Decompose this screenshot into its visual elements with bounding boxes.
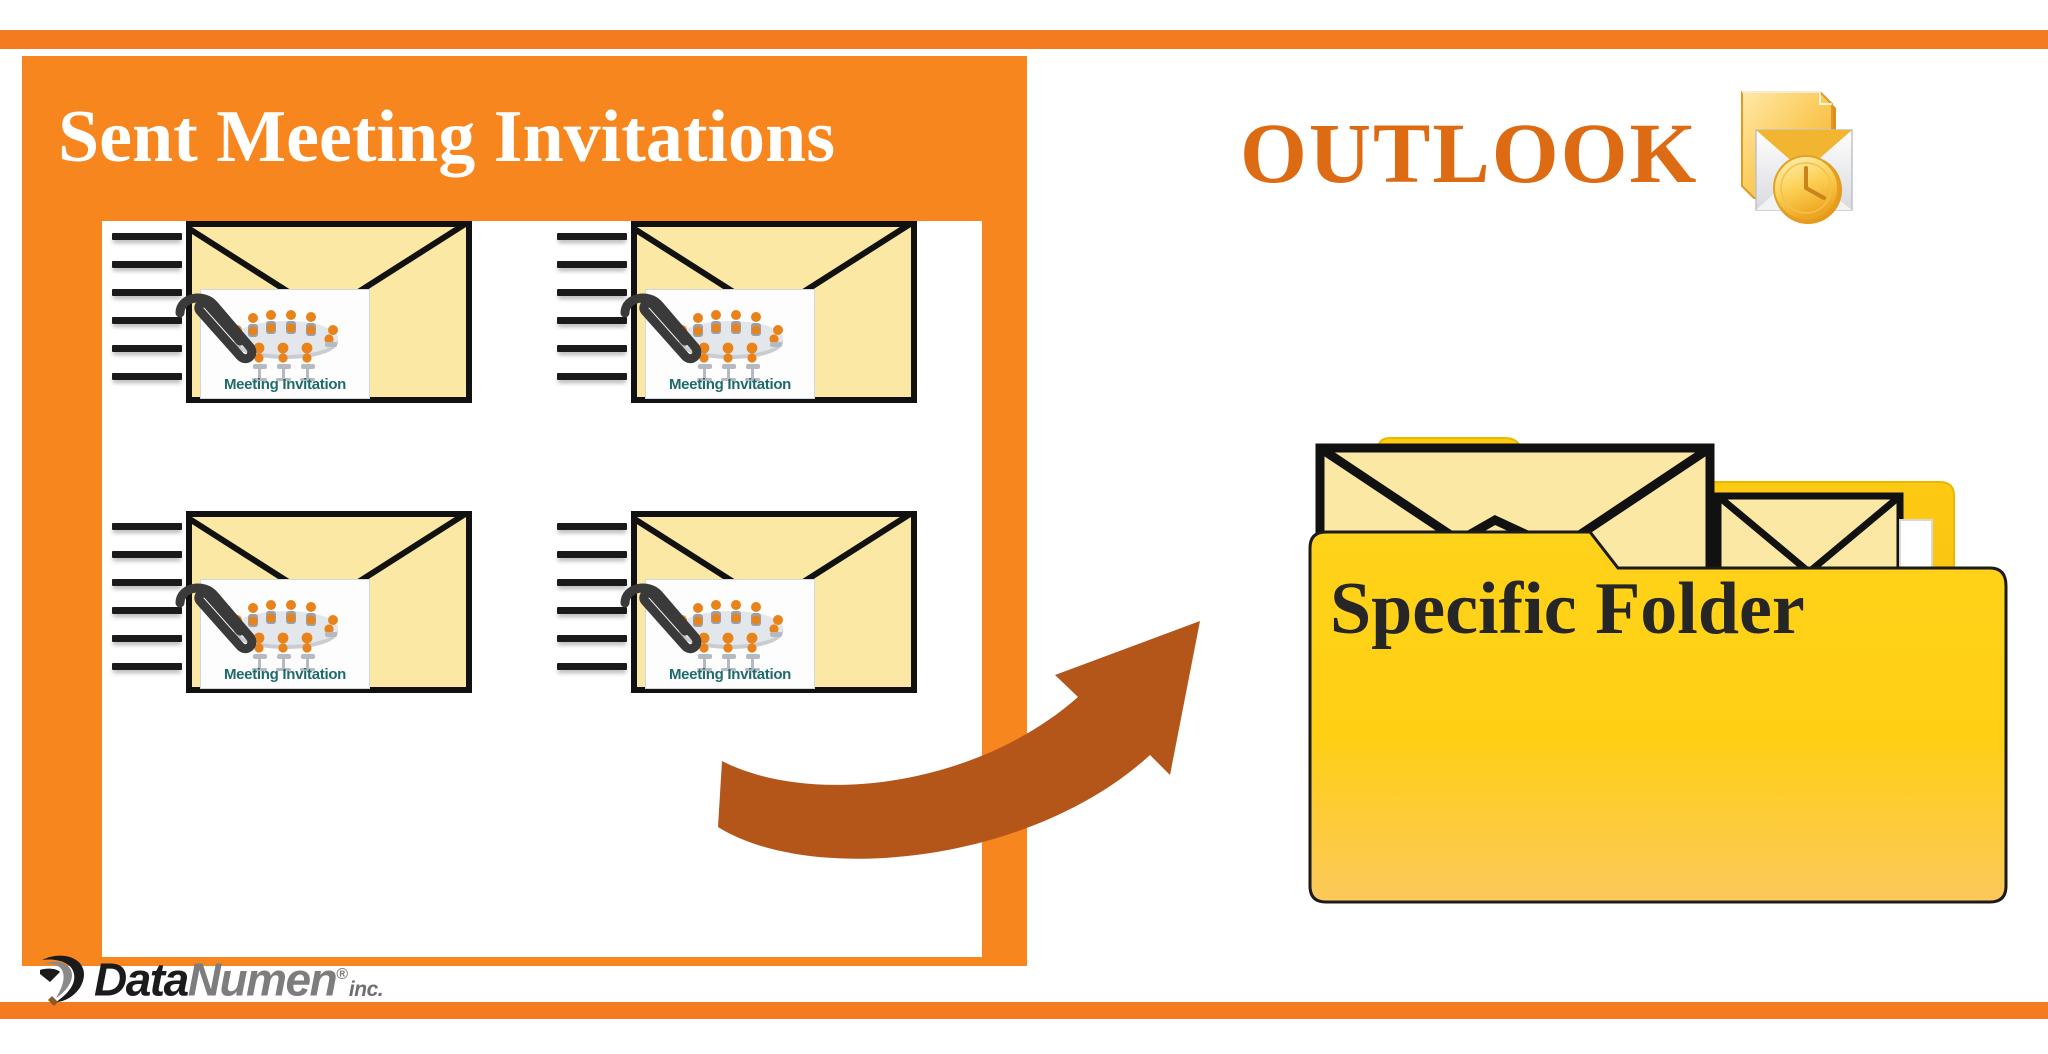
bottom-orange-rule (0, 1002, 2048, 1019)
attachment-thumbnail: Meeting Invitation (200, 579, 370, 689)
envelope-icon: Meeting Invitation (175, 511, 472, 693)
outlook-heading-label: OUTLOOK (1240, 105, 1699, 201)
attachment-caption: Meeting Invitation (223, 666, 347, 683)
mail-list-container: Meeting Invitation (102, 221, 982, 957)
meeting-table-clipart (229, 310, 338, 381)
list-item[interactable]: Meeting Invitation (112, 221, 477, 431)
envelope-icon: Meeting Invitation (620, 221, 917, 403)
specific-folder-graphic: Specific Folder (1300, 330, 2020, 930)
attachment-caption: Meeting Invitation (668, 666, 792, 683)
list-item[interactable]: Meeting Invitation (557, 221, 922, 431)
attachment-caption: Meeting Invitation (668, 376, 792, 393)
datanumen-swoosh-icon (40, 955, 84, 1006)
top-orange-rule (0, 30, 2048, 49)
attachment-caption: Meeting Invitation (223, 376, 347, 393)
brand-suffix: inc. (348, 978, 384, 1001)
mail-text-lines-icon (112, 233, 182, 401)
folder-label: Specific Folder (1330, 568, 1805, 650)
datanumen-logo: DataNumen® inc. (34, 944, 384, 1006)
brand-data: Data (94, 953, 189, 1005)
envelope-icon: Meeting Invitation (175, 221, 472, 403)
mail-text-lines-icon (112, 523, 182, 691)
mail-text-lines-icon (557, 233, 627, 401)
outlook-heading: OUTLOOK (1240, 78, 1862, 228)
page-title: Sent Meeting Invitations (58, 96, 835, 178)
mail-text-lines-icon (557, 523, 627, 691)
meeting-table-clipart (674, 310, 783, 381)
mail-grid: Meeting Invitation (102, 221, 952, 741)
list-item[interactable]: Meeting Invitation (112, 511, 477, 721)
attachment-thumbnail: Meeting Invitation (645, 289, 815, 399)
attachment-thumbnail: Meeting Invitation (200, 289, 370, 399)
outlook-folder-clock-icon (1741, 91, 1854, 224)
registered-mark: ® (336, 965, 348, 983)
yellow-folder-with-envelopes-icon (1308, 437, 2008, 904)
datanumen-wordmark: DataNumen® (94, 952, 348, 1002)
brand-numen: Numen (187, 953, 338, 1005)
curved-arrow-icon (718, 621, 1200, 859)
